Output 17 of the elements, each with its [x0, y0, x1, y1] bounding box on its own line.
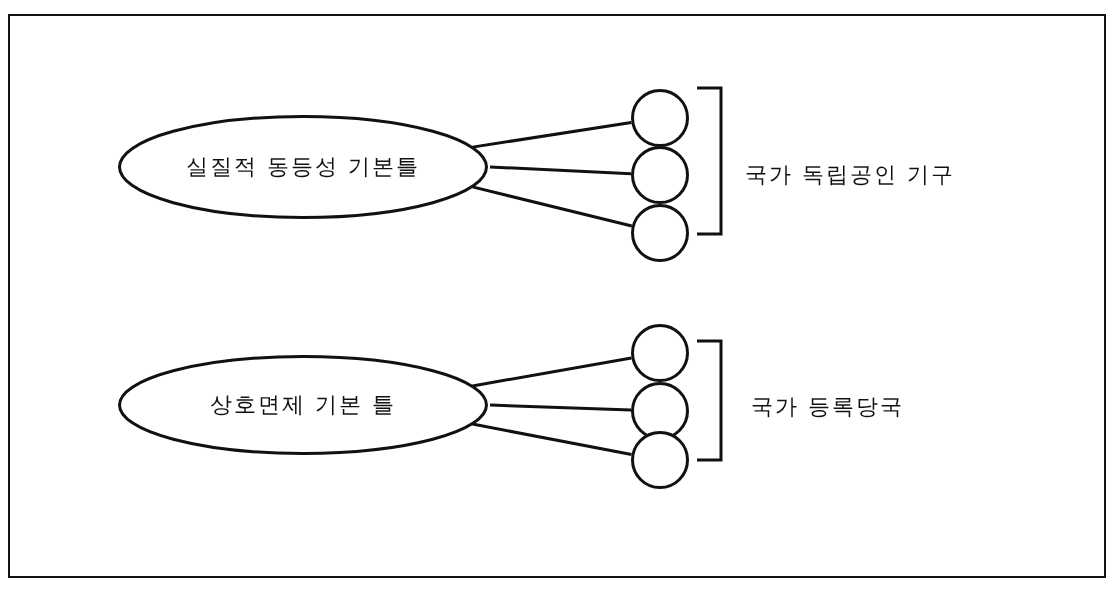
- circle-node: [631, 431, 689, 489]
- connector-line: [472, 185, 633, 228]
- connector-line: [472, 120, 632, 149]
- circle-node: [631, 324, 689, 382]
- circle-node: [631, 146, 689, 204]
- connector-line: [472, 356, 632, 388]
- group-label: 국가 독립공인 기구: [745, 161, 955, 189]
- ellipse-node: [118, 355, 488, 455]
- circle-node: [631, 89, 689, 147]
- ellipse-node: [118, 115, 488, 219]
- group-label: 국가 등록당국: [751, 393, 904, 421]
- circle-node: [631, 204, 689, 262]
- connector-line: [472, 422, 632, 456]
- connector-line: [489, 165, 632, 176]
- node-label: 상호면제 기본 틀: [210, 391, 396, 419]
- node-label: 실질적 동등성 기본틀: [186, 153, 420, 181]
- connector-line: [489, 403, 632, 412]
